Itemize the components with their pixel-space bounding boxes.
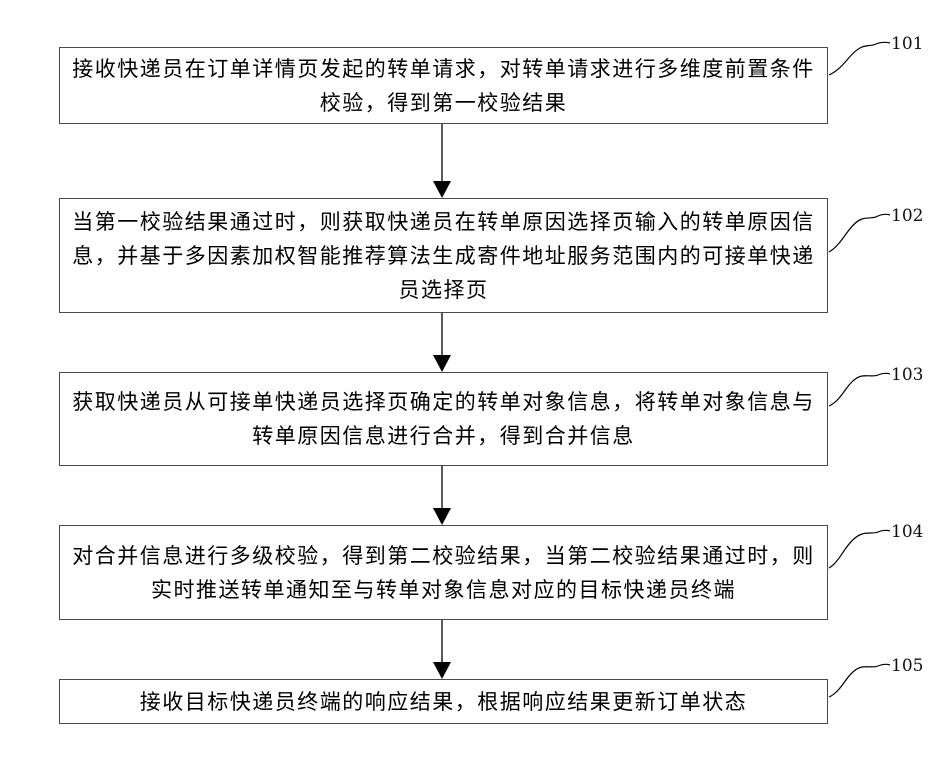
- step-text-101: 接收快递员在订单详情页发起的转单请求，对转单请求进行多维度前置条件校验，得到第一…: [68, 52, 819, 120]
- step-box-101: 接收快递员在订单详情页发起的转单请求，对转单请求进行多维度前置条件校验，得到第一…: [59, 47, 828, 124]
- step-text-105: 接收目标快递员终端的响应结果，根据响应结果更新订单状态: [68, 685, 819, 719]
- arrowhead-102-to-103: [433, 355, 451, 372]
- step-label-102: 102: [891, 206, 923, 226]
- step-box-102: 当第一校验结果通过时，则获取快递员在转单原因选择页输入的转单原因信息，并基于多因…: [59, 198, 828, 313]
- leader-line-103: [829, 373, 890, 406]
- leader-line-105: [829, 664, 890, 697]
- step-box-103: 获取快递员从可接单快递员选择页确定的转单对象信息，将转单对象信息与转单原因信息进…: [59, 372, 828, 466]
- leader-line-101: [829, 42, 890, 75]
- step-label-103: 103: [891, 365, 923, 385]
- step-label-105: 105: [891, 656, 923, 676]
- arrowhead-104-to-105: [433, 662, 451, 679]
- step-text-104: 对合并信息进行多级校验，得到第二校验结果，当第二校验结果通过时，则实时推送转单通…: [68, 539, 819, 607]
- step-box-105: 接收目标快递员终端的响应结果，根据响应结果更新订单状态: [59, 679, 828, 724]
- arrowhead-103-to-104: [433, 508, 451, 525]
- arrowhead-101-to-102: [433, 181, 451, 198]
- step-box-104: 对合并信息进行多级校验，得到第二校验结果，当第二校验结果通过时，则实时推送转单通…: [59, 525, 828, 620]
- step-label-104: 104: [891, 522, 923, 542]
- step-text-102: 当第一校验结果通过时，则获取快递员在转单原因选择页输入的转单原因信息，并基于多因…: [68, 205, 819, 307]
- leader-line-104: [829, 530, 890, 568]
- step-label-101: 101: [891, 34, 923, 54]
- leader-line-102: [829, 214, 890, 252]
- step-text-103: 获取快递员从可接单快递员选择页确定的转单对象信息，将转单对象信息与转单原因信息进…: [68, 385, 819, 453]
